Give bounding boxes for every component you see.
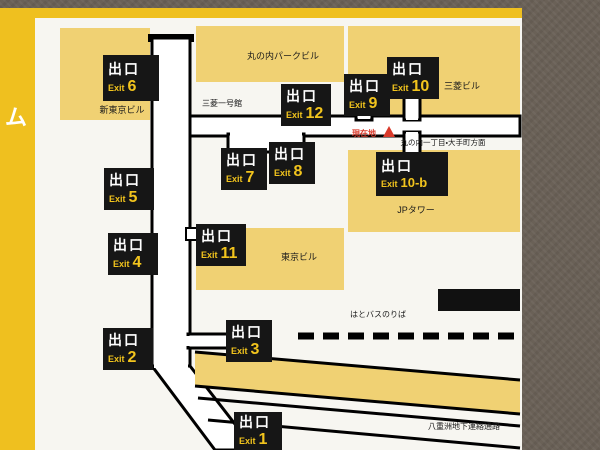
exit-number: 8: [293, 162, 303, 180]
junction-7: [230, 132, 302, 137]
label-tokyo-bldg: 東京ビル: [280, 252, 318, 262]
exit-word: Exit: [274, 167, 291, 178]
exit-number: 9: [368, 94, 378, 112]
passage-line-3: [197, 396, 521, 428]
exit-word: Exit: [286, 109, 303, 120]
exit-kanji: 出口: [231, 323, 263, 340]
exit-word: Exit: [113, 258, 130, 269]
label-shin-tokyo-bldg: 新東京ビル: [99, 105, 145, 115]
junction-5: [406, 115, 418, 120]
junction-4: [358, 115, 370, 119]
exit-kanji: 出口: [381, 158, 413, 174]
label-hato-bus: はとバスのりば: [350, 310, 406, 319]
exit-number: 12: [305, 104, 324, 122]
exit-number: 5: [128, 188, 138, 206]
exit-word: Exit: [108, 82, 125, 93]
exit-word: Exit: [392, 82, 409, 93]
building-marunouchi-park: [196, 26, 344, 82]
black-structure: [438, 289, 520, 311]
exit-number: 10: [411, 77, 430, 95]
exit-number: 1: [258, 430, 268, 448]
exit-word: Exit: [226, 173, 243, 184]
exit-word: Exit: [109, 193, 126, 204]
junction-3: [186, 336, 194, 346]
label-jp-tower: JPタワー: [397, 205, 435, 215]
label-marunouchi-park: 丸の内パークビル: [246, 51, 320, 61]
exit-kanji: 出口: [201, 227, 233, 244]
label-mitsubishi-bldg: 三菱ビル: [443, 81, 481, 91]
label-mitsubishi-ichigokan: 三菱一号館: [202, 99, 242, 108]
label-yaesu-passage: 八重洲地下連絡通路: [428, 422, 500, 431]
exit-word: Exit: [239, 435, 256, 446]
exit-word: Exit: [108, 353, 125, 364]
exit-number: 11: [220, 244, 238, 262]
exit-word: Exit: [381, 179, 398, 189]
exit-kanji: 出口: [108, 60, 140, 77]
exit-number: 3: [250, 340, 260, 358]
passage-line-2: [194, 384, 521, 416]
exit-word: Exit: [201, 249, 218, 260]
exit-kanji: 出口: [349, 77, 381, 94]
exit-kanji: 出口: [226, 151, 258, 168]
junction-1: [154, 118, 188, 134]
exit-word: Exit: [349, 99, 366, 110]
exit-kanji: 出口: [239, 413, 271, 430]
exit-kanji: 出口: [108, 331, 140, 348]
sign-side-text: ム: [5, 105, 28, 130]
exit-number: 6: [127, 77, 137, 95]
exit-number: 2: [127, 348, 137, 366]
exit-kanji: 出口: [113, 236, 145, 253]
exit-kanji: 出口: [392, 60, 424, 77]
junction-6: [406, 132, 418, 137]
junction-2: [154, 362, 188, 368]
yaesu-yellow-band: [195, 352, 520, 414]
label-current-location: 現在地: [352, 129, 376, 138]
exit-kanji: 出口: [286, 87, 318, 104]
label-direction: 丸の内一丁目・大手町方面: [400, 138, 486, 147]
exit-kanji: 出口: [109, 171, 141, 188]
exit-number: 10-b: [400, 175, 428, 190]
exit-word: Exit: [231, 345, 248, 356]
exit-number: 7: [245, 168, 255, 186]
exit-number: 4: [132, 253, 142, 271]
exit-kanji: 出口: [274, 145, 306, 162]
stub-exit3: [186, 332, 232, 350]
current-location-triangle-icon: [383, 126, 395, 137]
